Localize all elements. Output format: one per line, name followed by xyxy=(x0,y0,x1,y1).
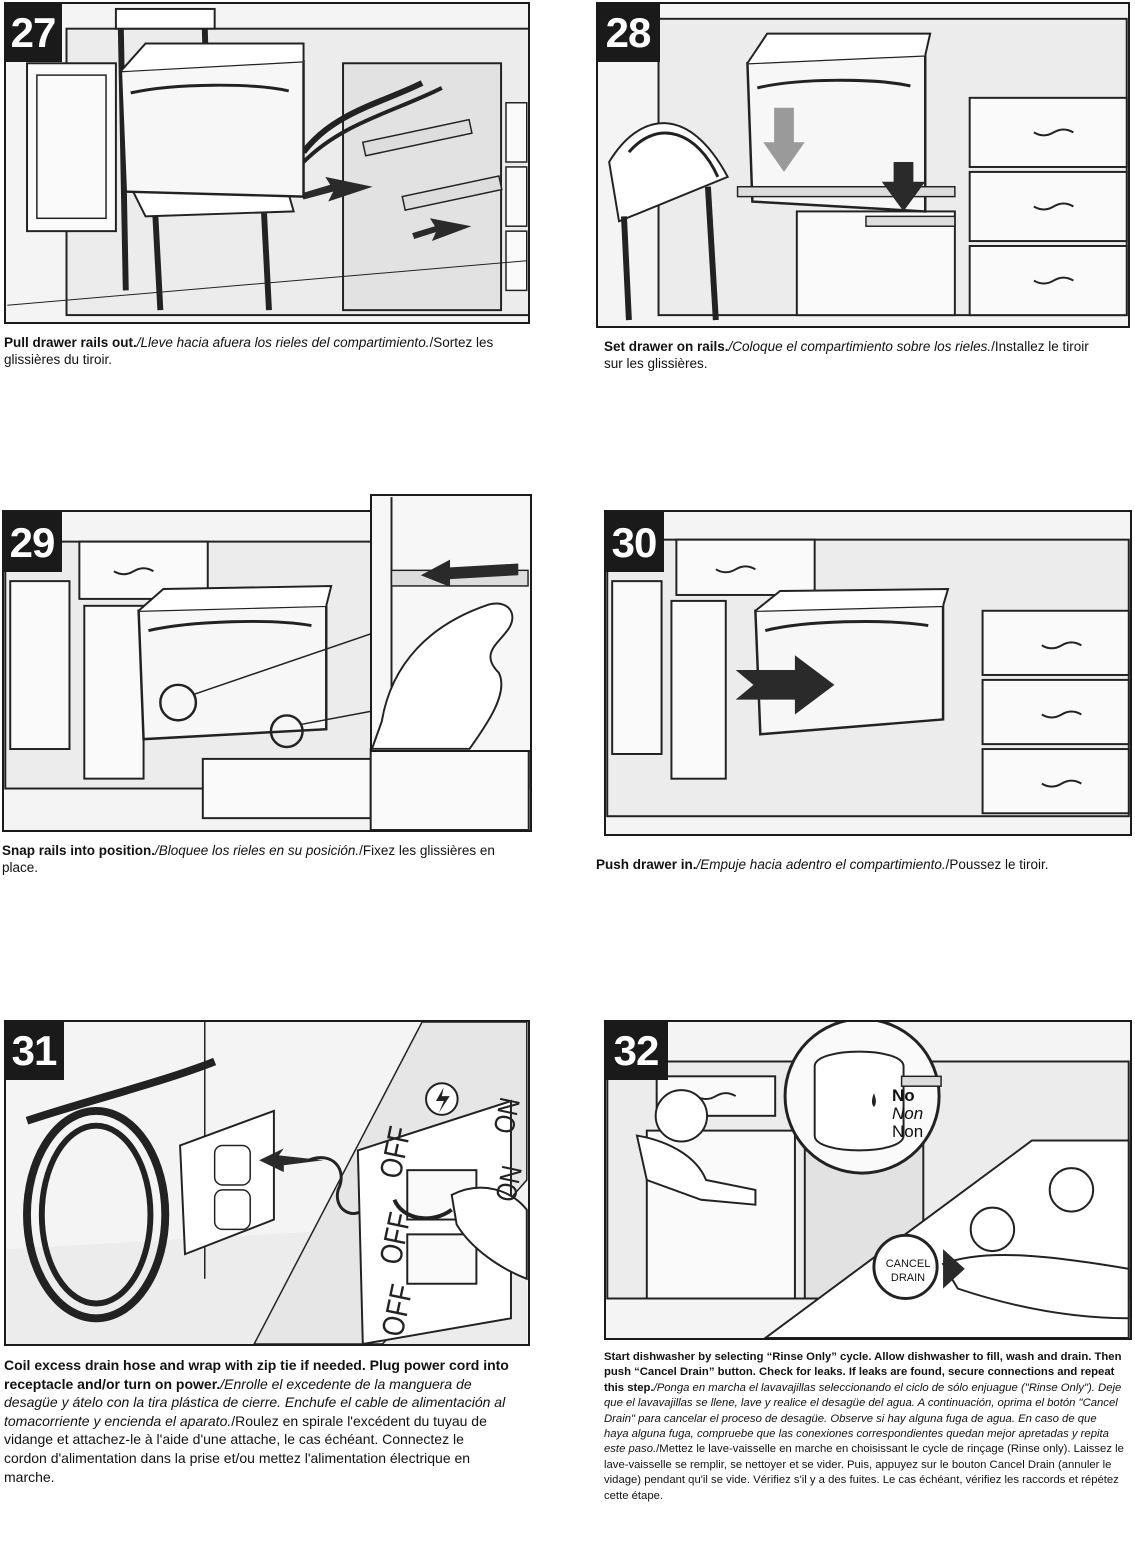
rail-closeup-inset xyxy=(370,494,532,752)
caption-english: Coil excess drain hose and wrap with zip… xyxy=(4,1357,509,1392)
step-caption: Push drawer in./Empuje hacia adentro el … xyxy=(596,856,1116,873)
push-drawer-drawing xyxy=(606,512,1130,834)
caption-french: /Mettez le lave-vaisselle en marche en c… xyxy=(604,1443,1124,1502)
step-32-illustration: No Non Non CANCEL DRAIN xyxy=(604,1020,1132,1340)
leak-label-non-es: Non xyxy=(892,1104,924,1123)
step-number: 27 xyxy=(4,2,62,62)
step-caption: Start dishwasher by selecting “Rinse Onl… xyxy=(604,1350,1124,1504)
step-31-illustration: OFF OFF OFF ON ON xyxy=(4,1020,530,1346)
caption-french: /Fixez les glissières en place. xyxy=(2,843,495,875)
caption-english: Start dishwasher by selecting “Rinse Onl… xyxy=(604,1351,1122,1394)
caption-english: Pull drawer rails out. xyxy=(4,335,137,350)
step-caption: Snap rails into position./Bloquee los ri… xyxy=(2,842,522,876)
step-number: 28 xyxy=(596,2,660,62)
cancel-drain-drawing xyxy=(606,1022,1130,1338)
caption-spanish: /Bloquee los rieles en su posición. xyxy=(155,843,360,858)
caption-french: /Installez le tiroir sur les glissières. xyxy=(604,339,1089,371)
step-27-illustration xyxy=(4,2,530,324)
drawer-rails-drawing xyxy=(7,4,528,322)
caption-french: /Roulez en spirale l'excédent du tuyau d… xyxy=(4,1412,487,1485)
caption-spanish: /Ponga en marcha el lavavajillas selecci… xyxy=(604,1381,1122,1456)
step-caption: Set drawer on rails./Coloque el comparti… xyxy=(604,338,1104,372)
step-30-illustration xyxy=(604,510,1132,836)
caption-english: Push drawer in. xyxy=(596,857,697,872)
leak-label-no: No xyxy=(892,1086,915,1105)
plug-power-drawing xyxy=(7,1022,528,1344)
caption-spanish: /Empuje hacia adentro el compartimiento. xyxy=(696,857,946,872)
step-caption: Pull drawer rails out./Lleve hacia afuer… xyxy=(4,334,524,368)
step-number: 32 xyxy=(604,1020,668,1080)
step-28-illustration xyxy=(596,2,1130,328)
caption-french: /Poussez le tiroir. xyxy=(945,857,1049,872)
step-number: 30 xyxy=(604,512,664,572)
step-number: 29 xyxy=(2,512,62,572)
switch-on-label-2: ON xyxy=(490,1162,530,1205)
drawer-on-rails-drawing xyxy=(599,4,1128,326)
step-number: 31 xyxy=(4,1020,64,1080)
cancel-drain-label-2: DRAIN xyxy=(890,1272,926,1284)
caption-spanish: /Coloque el compartimiento sobre los rie… xyxy=(728,339,992,354)
leak-label-non-fr: Non xyxy=(892,1122,924,1141)
caption-spanish: /Lleve hacia afuera los rieles del compa… xyxy=(136,335,430,350)
caption-english: Snap rails into position. xyxy=(2,843,156,858)
caption-english: Set drawer on rails. xyxy=(604,339,729,354)
cancel-drain-label-1: CANCEL xyxy=(885,1258,931,1270)
caption-spanish: /Enrolle el excedente de la manguera de … xyxy=(4,1375,506,1429)
step-caption: Coil excess drain hose and wrap with zip… xyxy=(4,1356,510,1486)
hand-snap-drawing xyxy=(372,497,530,750)
caption-french: /Sortez les glissières du tiroir. xyxy=(4,335,494,367)
